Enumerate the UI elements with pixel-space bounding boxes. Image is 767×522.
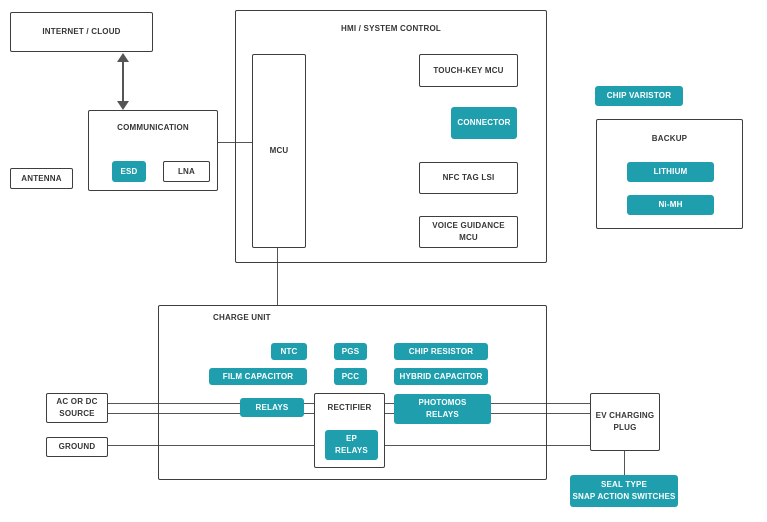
rectifier-box: RECTIFIER EP RELAYS <box>314 393 385 468</box>
ac-or-dc-source-box: AC OR DC SOURCE <box>46 393 108 423</box>
arrow-up-icon <box>117 53 129 62</box>
hmi-system-control-box: HMI / SYSTEM CONTROL MCU TOUCH-KEY MCU C… <box>235 10 547 263</box>
lna-box: LNA <box>163 161 210 182</box>
voice-guidance-mcu-box: VOICE GUIDANCE MCU <box>419 216 518 248</box>
arrow-down-icon <box>117 101 129 110</box>
charge-unit-box: CHARGE UNIT NTC PGS CHIP RESISTOR FILM C… <box>158 305 547 480</box>
esd-chip[interactable]: ESD <box>112 161 146 182</box>
backup-box: BACKUP LITHIUM Ni-MH <box>596 119 743 229</box>
film-capacitor-chip[interactable]: FILM CAPACITOR <box>209 368 307 385</box>
internet-communication-arrow-shaft <box>122 59 124 104</box>
rectifier-title: RECTIFIER <box>327 403 372 412</box>
ntc-chip[interactable]: NTC <box>271 343 307 360</box>
ev-charging-plug-box: EV CHARGING PLUG <box>590 393 660 451</box>
seal-type-snap-action-switches-chip[interactable]: SEAL TYPE SNAP ACTION SWITCHES <box>570 475 678 507</box>
charge-unit-title: CHARGE UNIT <box>213 313 271 322</box>
chip-varistor-chip[interactable]: CHIP VARISTOR <box>595 86 683 106</box>
mcu-to-charge-unit-line <box>277 247 278 305</box>
chip-resistor-chip[interactable]: CHIP RESISTOR <box>394 343 488 360</box>
hybrid-capacitor-chip[interactable]: HYBRID CAPACITOR <box>394 368 488 385</box>
plug-to-seal-switch-line <box>624 451 625 475</box>
ni-mh-chip[interactable]: Ni-MH <box>627 195 714 215</box>
touch-key-mcu-box: TOUCH-KEY MCU <box>419 54 518 87</box>
communication-title: COMMUNICATION <box>117 123 189 132</box>
nfc-tag-lsi-box: NFC TAG LSI <box>419 162 518 194</box>
communication-box: COMMUNICATION ESD LNA <box>88 110 218 191</box>
antenna-box: ANTENNA <box>10 168 73 189</box>
connector-chip[interactable]: CONNECTOR <box>451 107 517 139</box>
ep-relays-chip[interactable]: EP RELAYS <box>325 430 378 460</box>
mcu-box: MCU <box>252 54 306 248</box>
hmi-system-control-title: HMI / SYSTEM CONTROL <box>341 24 441 33</box>
internet-cloud-box: INTERNET / CLOUD <box>10 12 153 52</box>
photomos-relays-chip[interactable]: PHOTOMOS RELAYS <box>394 394 491 424</box>
pcc-chip[interactable]: PCC <box>334 368 367 385</box>
ground-box: GROUND <box>46 437 108 457</box>
backup-title: BACKUP <box>651 134 688 143</box>
pgs-chip[interactable]: PGS <box>334 343 367 360</box>
lithium-chip[interactable]: LITHIUM <box>627 162 714 182</box>
relays-chip[interactable]: RELAYS <box>240 398 304 417</box>
